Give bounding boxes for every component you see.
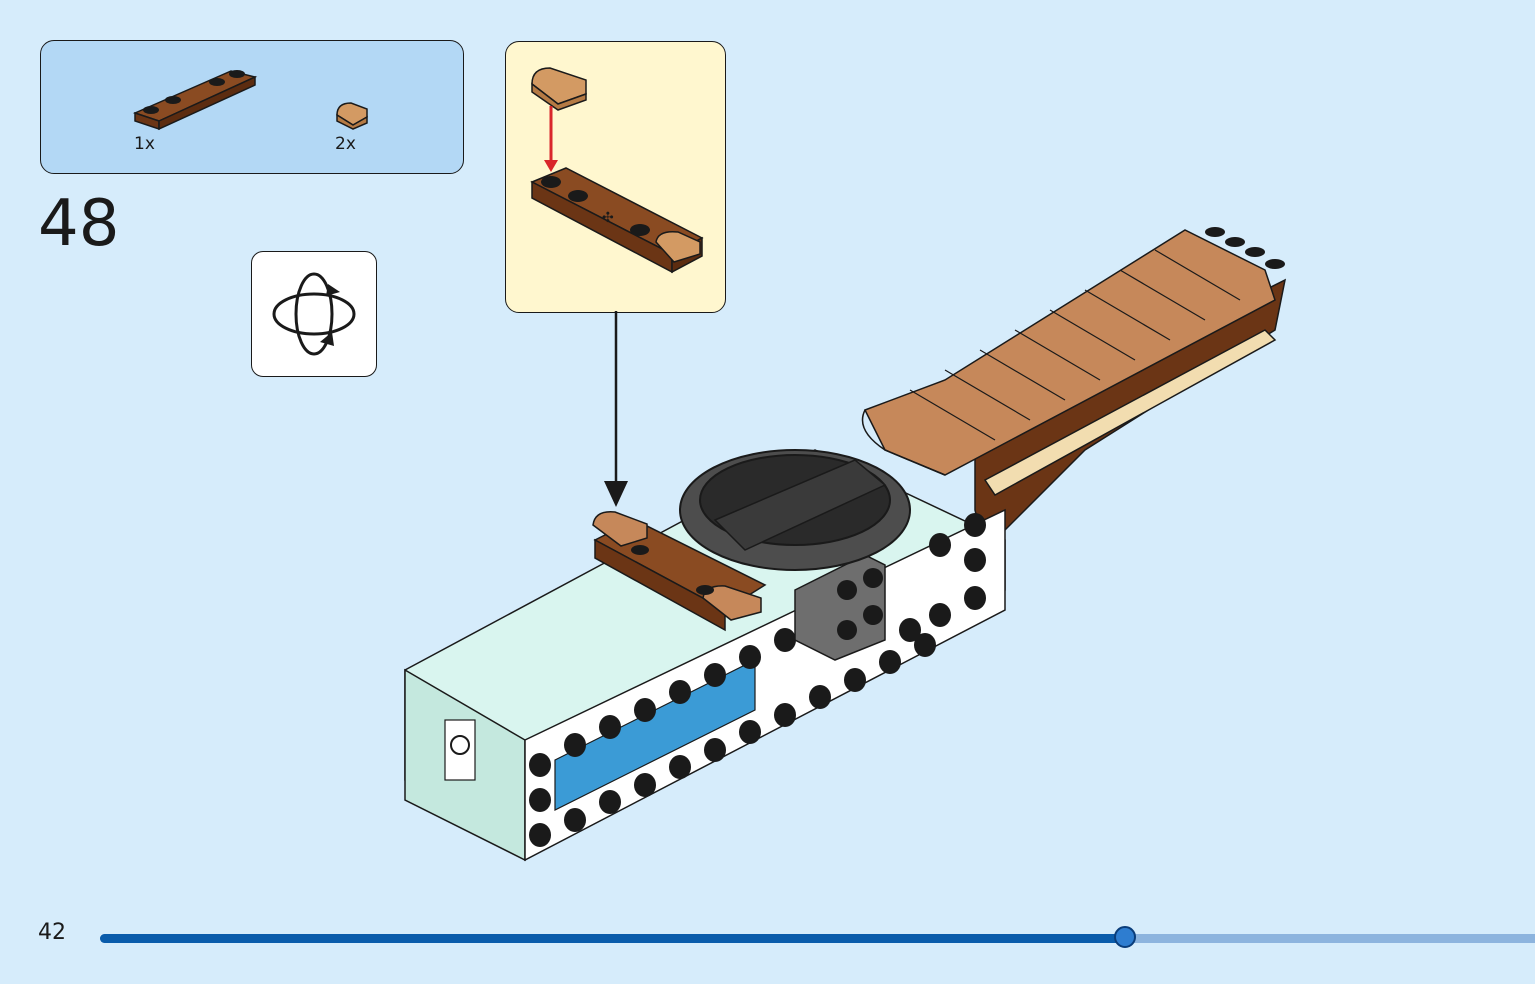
progress-bar-fill <box>100 934 1125 943</box>
progress-bar <box>100 926 1535 948</box>
rotate-model-box <box>251 251 377 377</box>
brown-plate-1x6-icon <box>132 70 258 131</box>
callout-pointer-arrow <box>604 311 628 507</box>
rotate-model-icon <box>272 272 356 356</box>
quantity-label: 1x <box>134 134 155 154</box>
sub-assembly-illustration: ✣ <box>530 67 704 274</box>
parts-list-box: 1x 2x <box>40 40 464 174</box>
step-number: 48 <box>38 187 120 261</box>
model-illustration <box>404 227 1287 862</box>
tan-round-tile-icon <box>336 102 368 130</box>
quantity-label: 2x <box>335 134 356 154</box>
page-number: 42 <box>38 920 66 945</box>
svg-text:✣: ✣ <box>602 210 614 226</box>
progress-knob <box>1113 926 1136 948</box>
